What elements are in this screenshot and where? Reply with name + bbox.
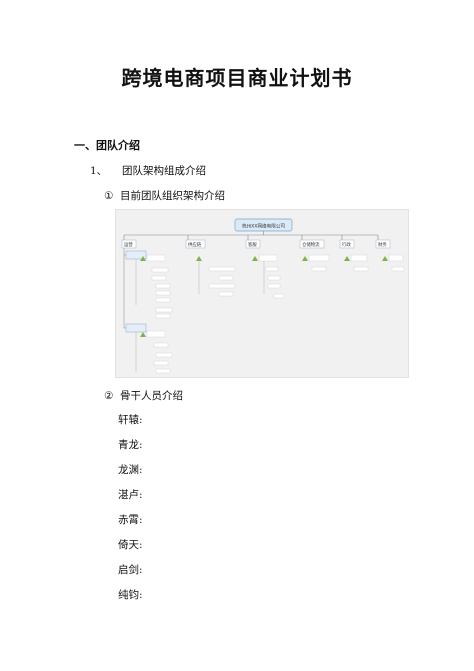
org-sub-node xyxy=(125,323,147,333)
org-leaf-node xyxy=(153,342,169,348)
department-node xyxy=(121,239,137,249)
org-leaf-node xyxy=(350,254,368,262)
subsection-label: 团队架构组成介绍 xyxy=(122,165,206,177)
org-leaf-node xyxy=(155,290,171,296)
department-node xyxy=(339,239,355,249)
member-name: 倚天: xyxy=(118,539,143,551)
department-node xyxy=(299,239,325,249)
org-leaf-node xyxy=(353,266,369,272)
team-leader-icon xyxy=(252,256,258,261)
org-leaf-node xyxy=(391,266,405,272)
org-leaf-node xyxy=(155,368,171,374)
subsection-number: 1、 xyxy=(90,165,108,177)
key-members-heading: ② 骨干人员介绍 xyxy=(104,388,183,403)
member-name: 青龙: xyxy=(118,439,143,451)
department-label: 运营 xyxy=(124,241,133,248)
page-title: 跨境电商项目商业计划书 xyxy=(121,66,353,90)
org-leaf-node xyxy=(311,266,327,272)
org-leaf-node xyxy=(308,254,330,262)
org-leaf-node xyxy=(155,283,171,289)
org-chart-canvas: 杭州XX网络有限公司 运营 供应链 客服 仓储物流 行政 财务 xyxy=(121,218,405,374)
team-leader-icon xyxy=(344,256,350,261)
org-leaf-node xyxy=(267,283,281,289)
item-label: 骨干人员介绍 xyxy=(120,390,183,402)
department-label: 财务 xyxy=(378,241,387,248)
org-leaf-node xyxy=(388,254,404,262)
org-leaf-node xyxy=(208,283,236,289)
org-leaf-node xyxy=(218,291,234,297)
department-label: 行政 xyxy=(342,241,351,248)
org-leaf-node xyxy=(155,297,171,303)
department-group: 运营 供应链 客服 仓储物流 行政 财务 xyxy=(121,235,391,249)
org-leaf-node xyxy=(151,267,169,273)
org-chart: 杭州XX网络有限公司 运营 供应链 客服 仓储物流 行政 财务 xyxy=(115,209,409,378)
org-structure-heading: ① 目前团队组织架构介绍 xyxy=(104,188,225,203)
org-leaf-node xyxy=(155,352,173,358)
team-leader-icon xyxy=(140,256,146,261)
org-leaf-node xyxy=(153,360,169,366)
member-name: 纯钧: xyxy=(118,589,143,601)
department-node xyxy=(375,239,391,249)
org-root-label: 杭州XX网络有限公司 xyxy=(242,223,285,230)
team-leader-icon xyxy=(382,256,388,261)
member-name: 赤霄: xyxy=(118,514,143,526)
org-leaf-node xyxy=(267,275,281,281)
org-leaf-node xyxy=(265,266,279,272)
team-leader-icon xyxy=(302,256,308,261)
department-label: 仓储物流 xyxy=(302,241,320,248)
org-leaf-node xyxy=(151,275,167,281)
org-leaf-node xyxy=(258,254,278,262)
department-node xyxy=(185,239,206,249)
item-number: ① xyxy=(104,190,114,202)
department-label: 供应链 xyxy=(188,241,202,248)
item-number: ② xyxy=(104,390,114,402)
member-name: 龙渊: xyxy=(118,464,143,476)
org-leaf-node xyxy=(146,330,166,338)
team-leader-icon xyxy=(140,332,146,337)
item-label: 目前团队组织架构介绍 xyxy=(120,190,225,202)
org-leaf-node xyxy=(218,275,234,281)
org-leaf-node xyxy=(208,266,236,272)
member-name: 湛卢: xyxy=(118,489,143,501)
department-node xyxy=(245,239,261,249)
org-leaf-node xyxy=(155,307,173,313)
org-leaf-node xyxy=(273,293,285,299)
member-name: 启剑: xyxy=(118,564,143,576)
team-leader-icon xyxy=(196,256,202,261)
member-name: 轩辕: xyxy=(118,414,143,426)
subsection-heading: 1、 团队架构组成介绍 xyxy=(90,163,206,178)
org-leaf-node xyxy=(155,313,171,319)
org-leaf-node xyxy=(146,254,166,262)
section-heading: 一、团队介绍 xyxy=(74,139,140,152)
department-label: 客服 xyxy=(248,241,257,248)
